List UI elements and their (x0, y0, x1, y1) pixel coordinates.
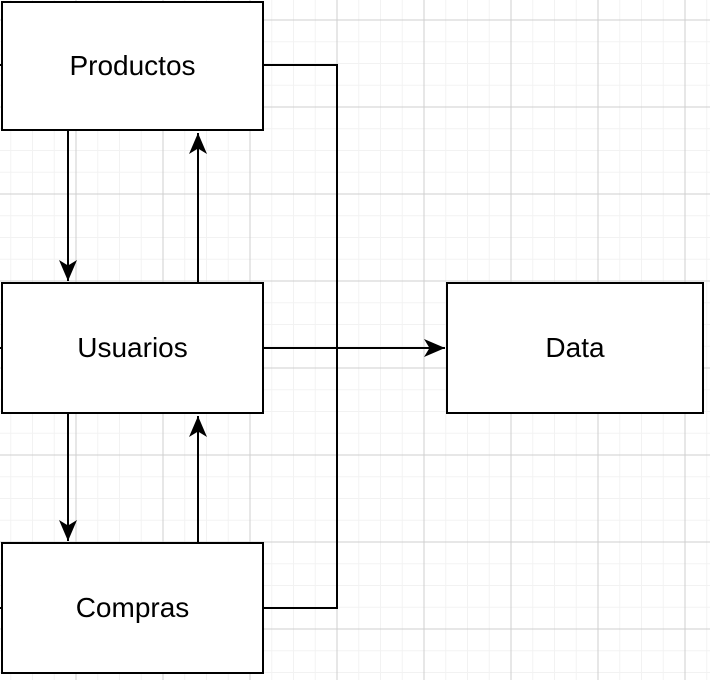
node-productos-label: Productos (69, 50, 196, 81)
edge-productos-to-compras[interactable] (264, 64, 338, 609)
node-usuarios-label: Usuarios (77, 332, 188, 363)
node-productos[interactable]: Productos (1, 1, 264, 131)
node-compras[interactable]: Compras (1, 542, 264, 674)
node-compras-label: Compras (75, 592, 190, 623)
node-data[interactable]: Data (446, 282, 704, 414)
node-data-label: Data (545, 332, 605, 363)
node-usuarios[interactable]: Usuarios (1, 282, 264, 414)
